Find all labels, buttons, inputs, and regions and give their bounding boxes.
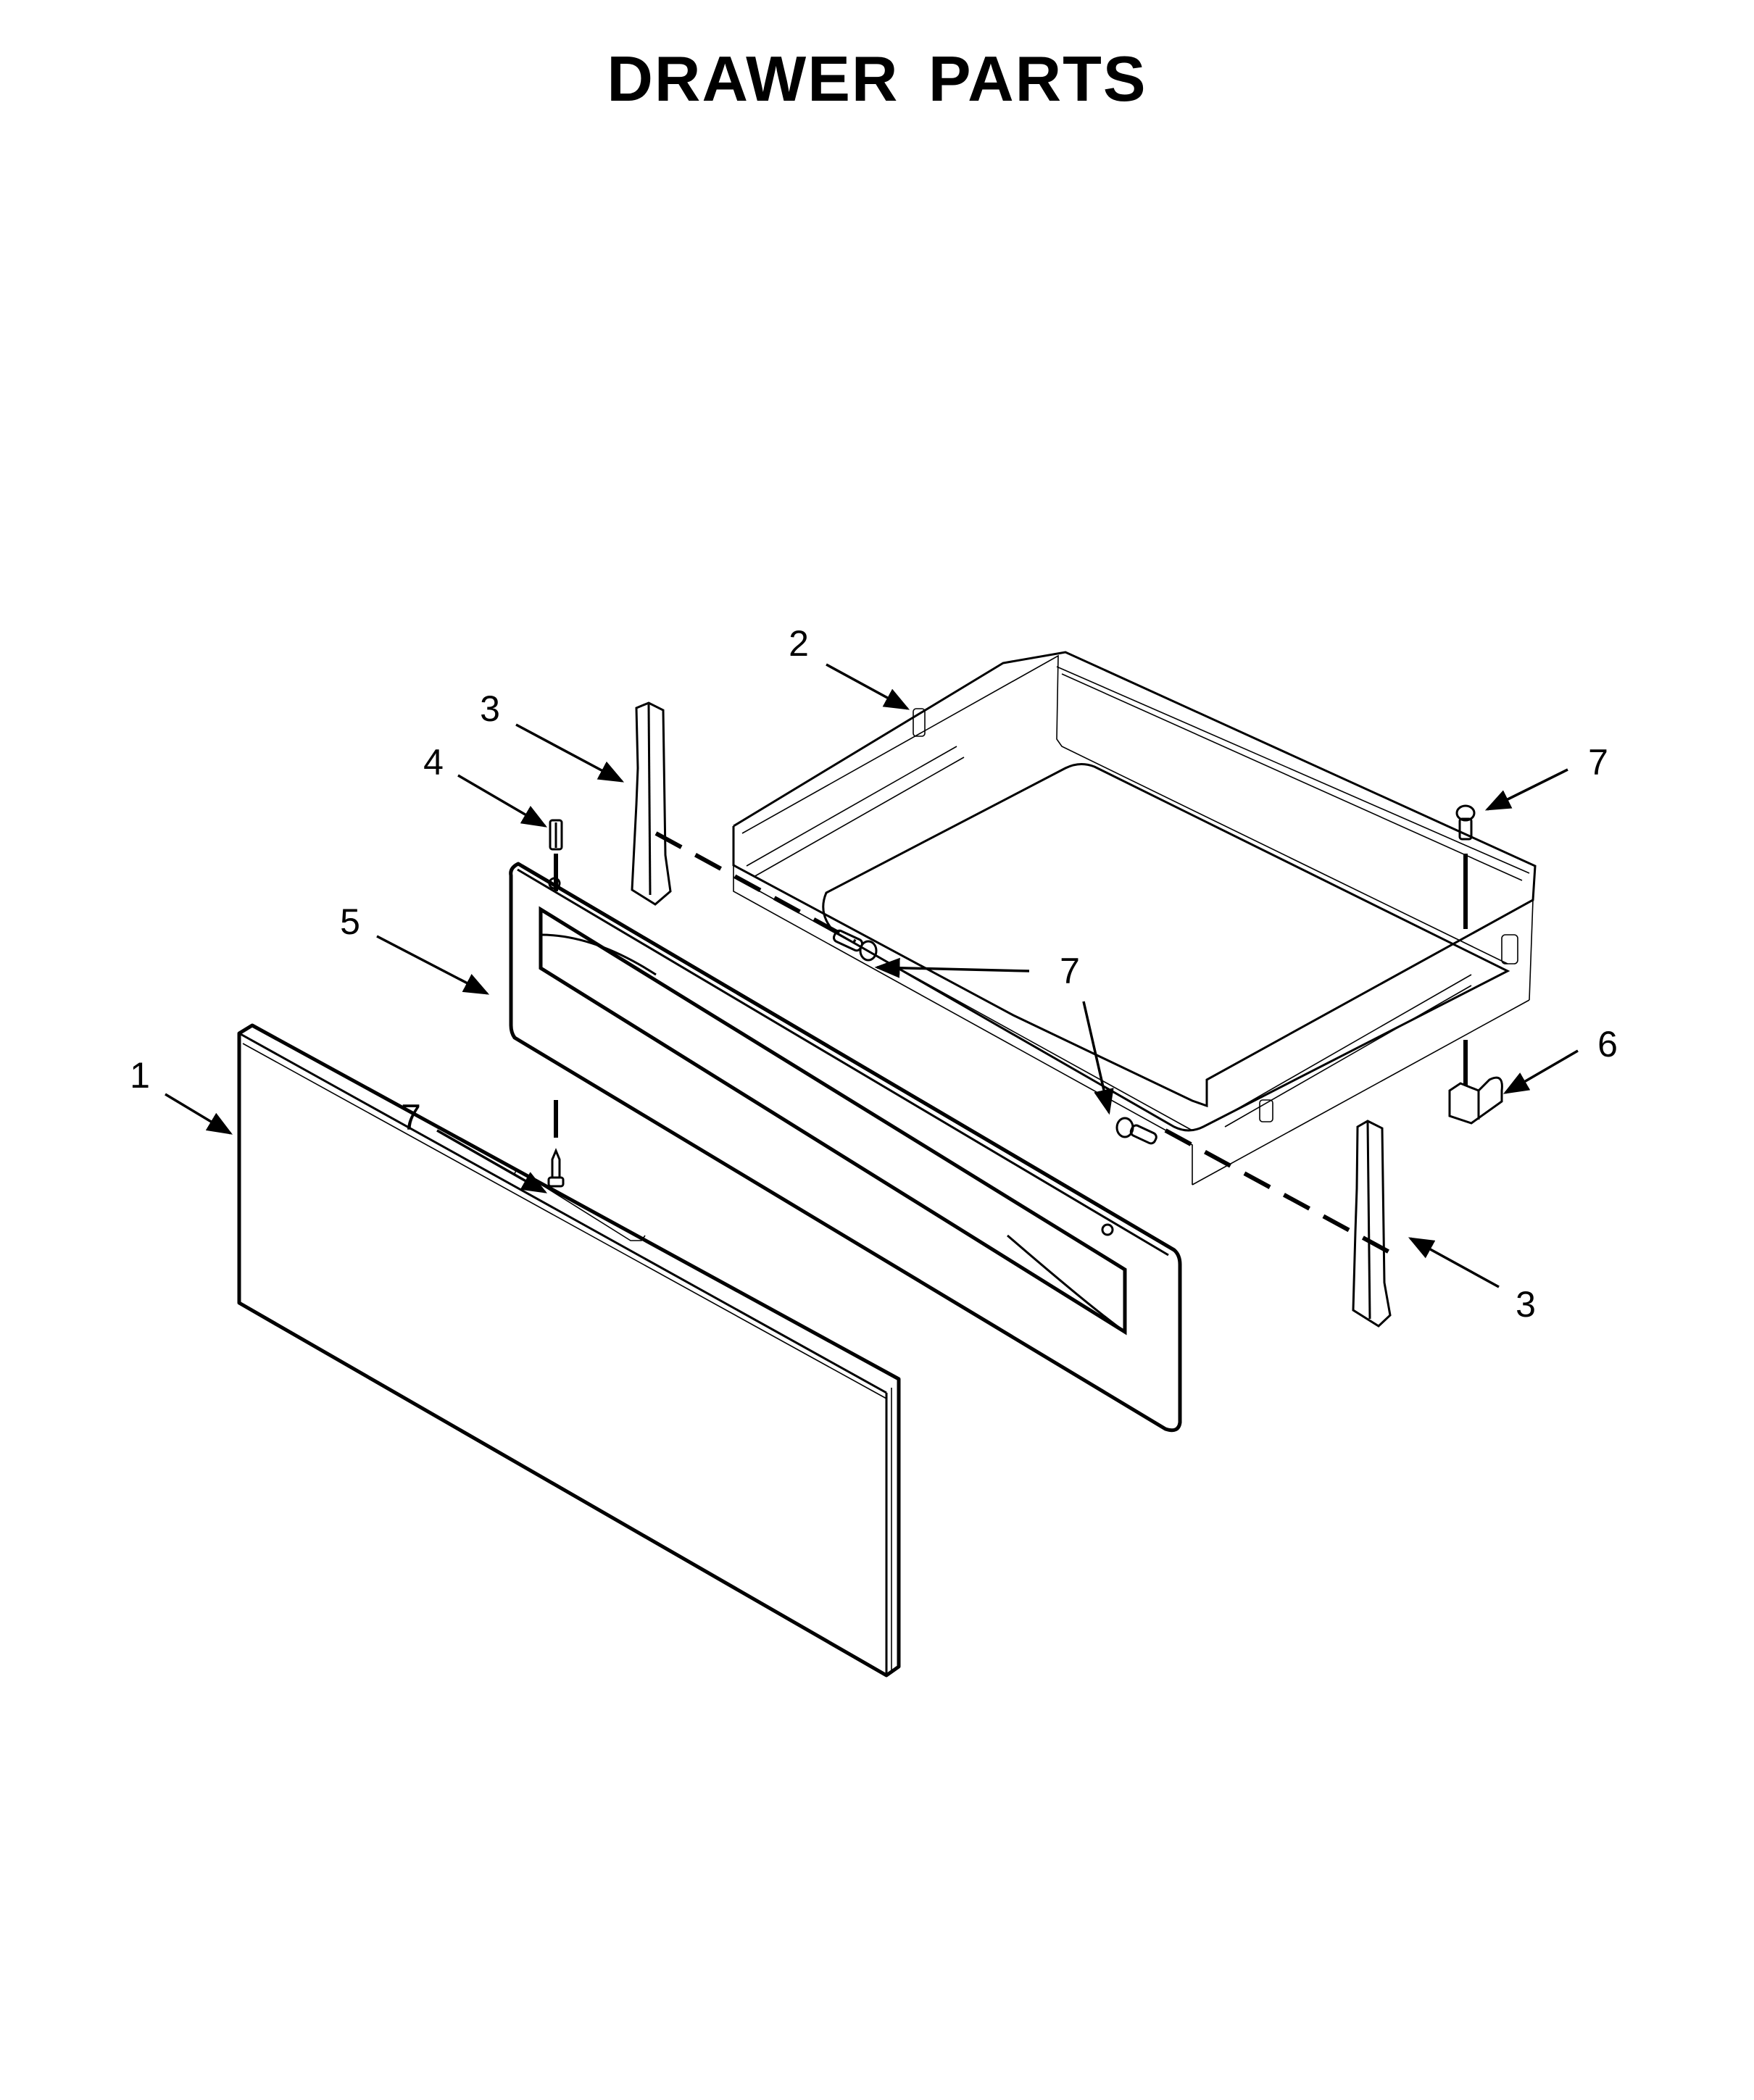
pin	[549, 819, 563, 851]
screw-box-front	[1115, 1117, 1157, 1145]
screw-panel	[547, 1148, 565, 1188]
assembly-line-right	[1164, 1128, 1400, 1259]
callout-3-right: 3	[1516, 1284, 1536, 1325]
callout-1: 1	[130, 1055, 150, 1096]
callout-5: 5	[340, 901, 360, 942]
drawer-glide-left	[631, 701, 672, 906]
drawer-front-outer-panel	[237, 1023, 901, 1678]
page-title: DRAWER PARTS	[607, 43, 1147, 114]
clip	[1448, 1076, 1503, 1125]
assembly-line-left	[654, 831, 857, 944]
callout-3-left: 3	[480, 688, 500, 729]
screw-box-left	[832, 929, 878, 962]
callout-7-box: 7	[1060, 951, 1080, 991]
callout-7-panel: 7	[401, 1097, 421, 1138]
drawer-front-inner-panel	[509, 862, 1182, 1433]
callout-2: 2	[789, 623, 809, 664]
drawer-box	[732, 651, 1537, 1186]
callout-7-top-right: 7	[1588, 742, 1608, 783]
leader-lines	[165, 663, 1579, 1288]
drawer-glide-right	[1352, 1120, 1392, 1328]
screw-top-right	[1455, 804, 1476, 841]
callout-4: 4	[423, 742, 444, 783]
callout-6: 6	[1597, 1024, 1618, 1064]
